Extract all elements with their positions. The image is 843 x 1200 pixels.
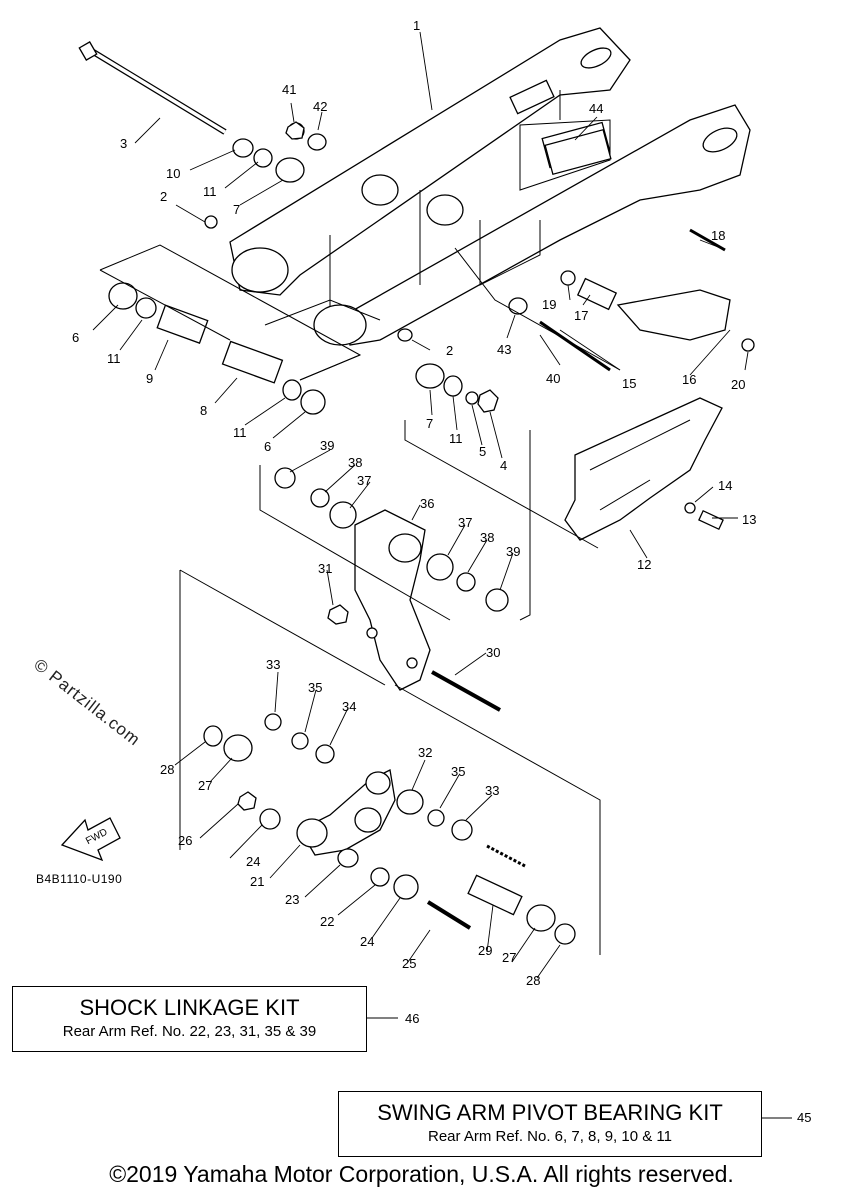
callout: 26 (178, 833, 192, 848)
pivot-shaft (78, 41, 227, 135)
callout: 30 (486, 645, 500, 660)
callout: 16 (682, 372, 696, 387)
callout: 13 (742, 512, 756, 527)
callout: 40 (546, 371, 560, 386)
callout: 29 (478, 943, 492, 958)
callout: 15 (622, 376, 636, 391)
callout: 22 (320, 914, 334, 929)
relay-arm (274, 467, 509, 712)
callout: 37 (458, 515, 472, 530)
callout: 44 (589, 101, 603, 116)
callout: 2 (446, 343, 453, 358)
pivot-bushings (108, 121, 528, 415)
callout: 43 (497, 342, 511, 357)
callout: 7 (426, 416, 433, 431)
fwd-arrow-icon: FWD (60, 817, 121, 862)
callout: 38 (348, 455, 362, 470)
callout: 2 (160, 189, 167, 204)
kit-title: SWING ARM PIVOT BEARING KIT (377, 1100, 723, 1125)
shock-linkage-kit-box: SHOCK LINKAGE KIT Rear Arm Ref. No. 22, … (12, 986, 367, 1052)
callout: 6 (72, 330, 79, 345)
callout: 10 (166, 166, 180, 181)
callout: 38 (480, 530, 494, 545)
callout: 28 (160, 762, 174, 777)
kit-title: SHOCK LINKAGE KIT (79, 995, 300, 1020)
callout: 31 (318, 561, 332, 576)
callout: 27 (198, 778, 212, 793)
callout: 8 (200, 403, 207, 418)
callout: 34 (342, 699, 356, 714)
callout-labels: 1 2 2 3 4 5 6 6 7 7 8 9 10 11 11 11 11 1… (72, 18, 811, 1125)
callout: 42 (313, 99, 327, 114)
callout: 4 (500, 458, 507, 473)
callout: 45 (797, 1110, 811, 1125)
callout: 11 (107, 351, 121, 366)
callout: 3 (120, 136, 127, 151)
callout: 46 (405, 1011, 419, 1026)
callout: 12 (637, 557, 651, 572)
callout: 1 (413, 18, 420, 33)
callout: 37 (357, 473, 371, 488)
callout: 25 (402, 956, 416, 971)
callout: 11 (203, 184, 217, 199)
copyright-notice: ©2019 Yamaha Motor Corporation, U.S.A. A… (109, 1161, 734, 1187)
callout: 35 (451, 764, 465, 779)
callout: 21 (250, 874, 264, 889)
callout: 11 (233, 425, 247, 440)
callout: 41 (282, 82, 296, 97)
callout: 23 (285, 892, 299, 907)
kit-subtitle: Rear Arm Ref. No. 6, 7, 8, 9, 10 & 11 (427, 1128, 672, 1145)
callout: 28 (526, 973, 540, 988)
callout: 27 (502, 950, 516, 965)
relay-link (203, 713, 576, 945)
callout: 18 (711, 228, 725, 243)
callout: 5 (479, 444, 486, 459)
callout: 33 (266, 657, 280, 672)
callout: 6 (264, 439, 271, 454)
swing-arm-pivot-kit-box: SWING ARM PIVOT BEARING KIT Rear Arm Ref… (338, 1091, 762, 1157)
kit-subtitle: Rear Arm Ref. No. 22, 23, 31, 35 & 39 (62, 1023, 317, 1040)
callout: 32 (418, 745, 432, 760)
callout: 11 (449, 431, 463, 446)
callout: 19 (542, 297, 556, 312)
callout: 36 (420, 496, 434, 511)
leader-lines (92, 31, 792, 1119)
callout: 24 (246, 854, 260, 869)
callout: 9 (146, 371, 153, 386)
chain-guide-parts (539, 128, 755, 541)
swing-arm (229, 27, 751, 346)
callout: 14 (718, 478, 732, 493)
callout: 24 (360, 934, 374, 949)
callout: 39 (320, 438, 334, 453)
callout: 7 (233, 202, 240, 217)
callout: 20 (731, 377, 745, 392)
callout: 35 (308, 680, 322, 695)
callout: 33 (485, 783, 499, 798)
callout: 39 (506, 544, 520, 559)
diagram-code: B4B1110-U190 (36, 872, 123, 886)
callout: 17 (574, 308, 588, 323)
